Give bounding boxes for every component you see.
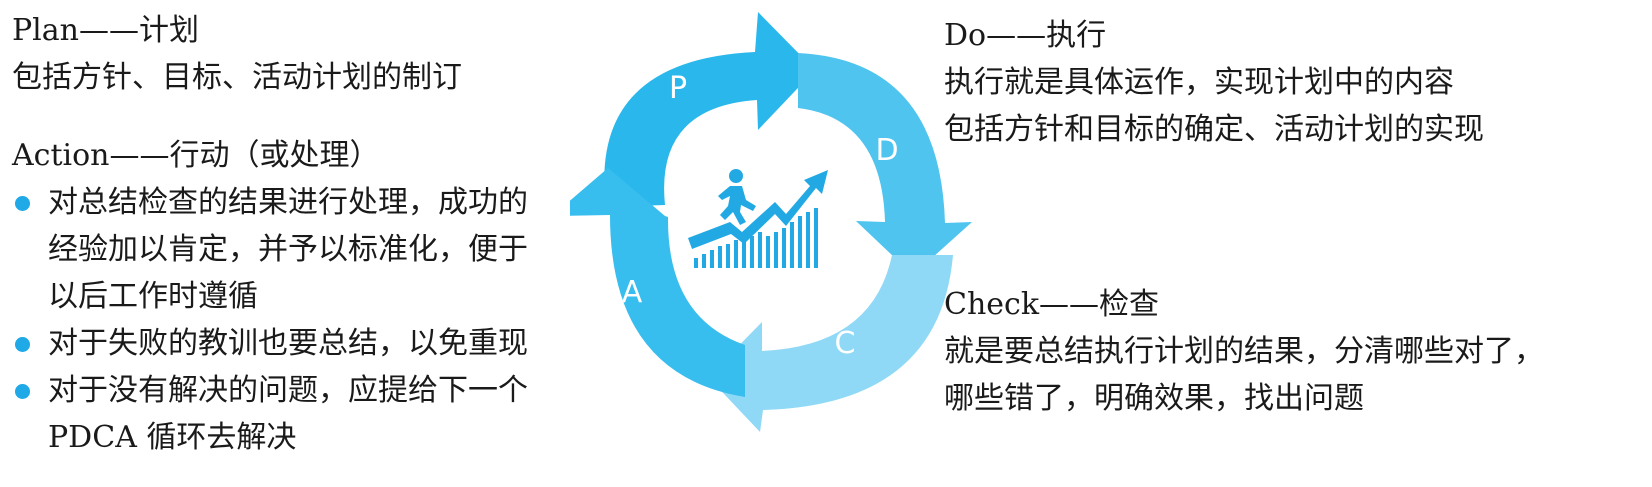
p-arrow-segment <box>604 12 815 207</box>
check-line-2: 哪些错了，明确效果，找出问题 <box>944 381 1364 416</box>
action-bullet-1-line-3: 以后工作时遵循 <box>48 279 258 314</box>
growth-chart-runner-icon <box>688 169 828 268</box>
bullet-text: 对于没有解决的问题，应提给下一个 <box>48 373 528 408</box>
check-block: Check——检查 就是要总结执行计划的结果，分清哪些对了， 哪些错了，明确效果… <box>944 281 1544 422</box>
bullet-text: 对总结检查的结果进行处理，成功的 <box>48 185 528 220</box>
do-block: Do——执行 执行就是具体运作，实现计划中的内容 包括方针和目标的确定、活动计划… <box>944 12 1484 153</box>
a-arrow-segment <box>570 168 745 397</box>
bullet-dot <box>15 384 30 399</box>
segment-label-d: D <box>875 133 898 168</box>
segment-label-c: C <box>835 326 856 361</box>
segment-label-p: P <box>669 71 687 106</box>
bullet-dot <box>15 196 30 211</box>
check-title: Check——检查 <box>944 287 1160 322</box>
action-title: Action——行动（或处理） <box>12 138 380 173</box>
bullet-dot <box>15 337 30 352</box>
pdca-cycle-diagram: P D C A <box>570 12 972 432</box>
plan-description: 包括方针、目标、活动计划的制订 <box>12 60 462 95</box>
action-bullet-1-line-2: 经验加以肯定，并予以标准化，便于 <box>48 232 528 267</box>
do-line-1: 执行就是具体运作，实现计划中的内容 <box>944 65 1454 100</box>
do-title: Do——执行 <box>944 18 1107 53</box>
action-bullet-3-line-1: 对于没有解决的问题，应提给下一个 <box>12 367 528 414</box>
action-bullet-1-line-1: 对总结检查的结果进行处理，成功的 <box>12 179 528 226</box>
segment-label-a: A <box>622 275 643 310</box>
plan-block: Plan——计划 包括方针、目标、活动计划的制订 <box>12 7 462 101</box>
c-arrow-segment <box>708 255 953 432</box>
bullet-text: 对于失败的教训也要总结，以免重现 <box>48 326 528 361</box>
action-block: Action——行动（或处理） 对总结检查的结果进行处理，成功的 经验加以肯定，… <box>12 132 528 461</box>
plan-title: Plan——计划 <box>12 13 199 48</box>
action-bullet-2-line-1: 对于失败的教训也要总结，以免重现 <box>12 320 528 367</box>
d-arrow-segment <box>798 53 972 275</box>
check-line-1: 就是要总结执行计划的结果，分清哪些对了， <box>944 334 1544 369</box>
do-line-2: 包括方针和目标的确定、活动计划的实现 <box>944 112 1484 147</box>
action-bullet-3-line-2: PDCA 循环去解决 <box>48 420 297 455</box>
